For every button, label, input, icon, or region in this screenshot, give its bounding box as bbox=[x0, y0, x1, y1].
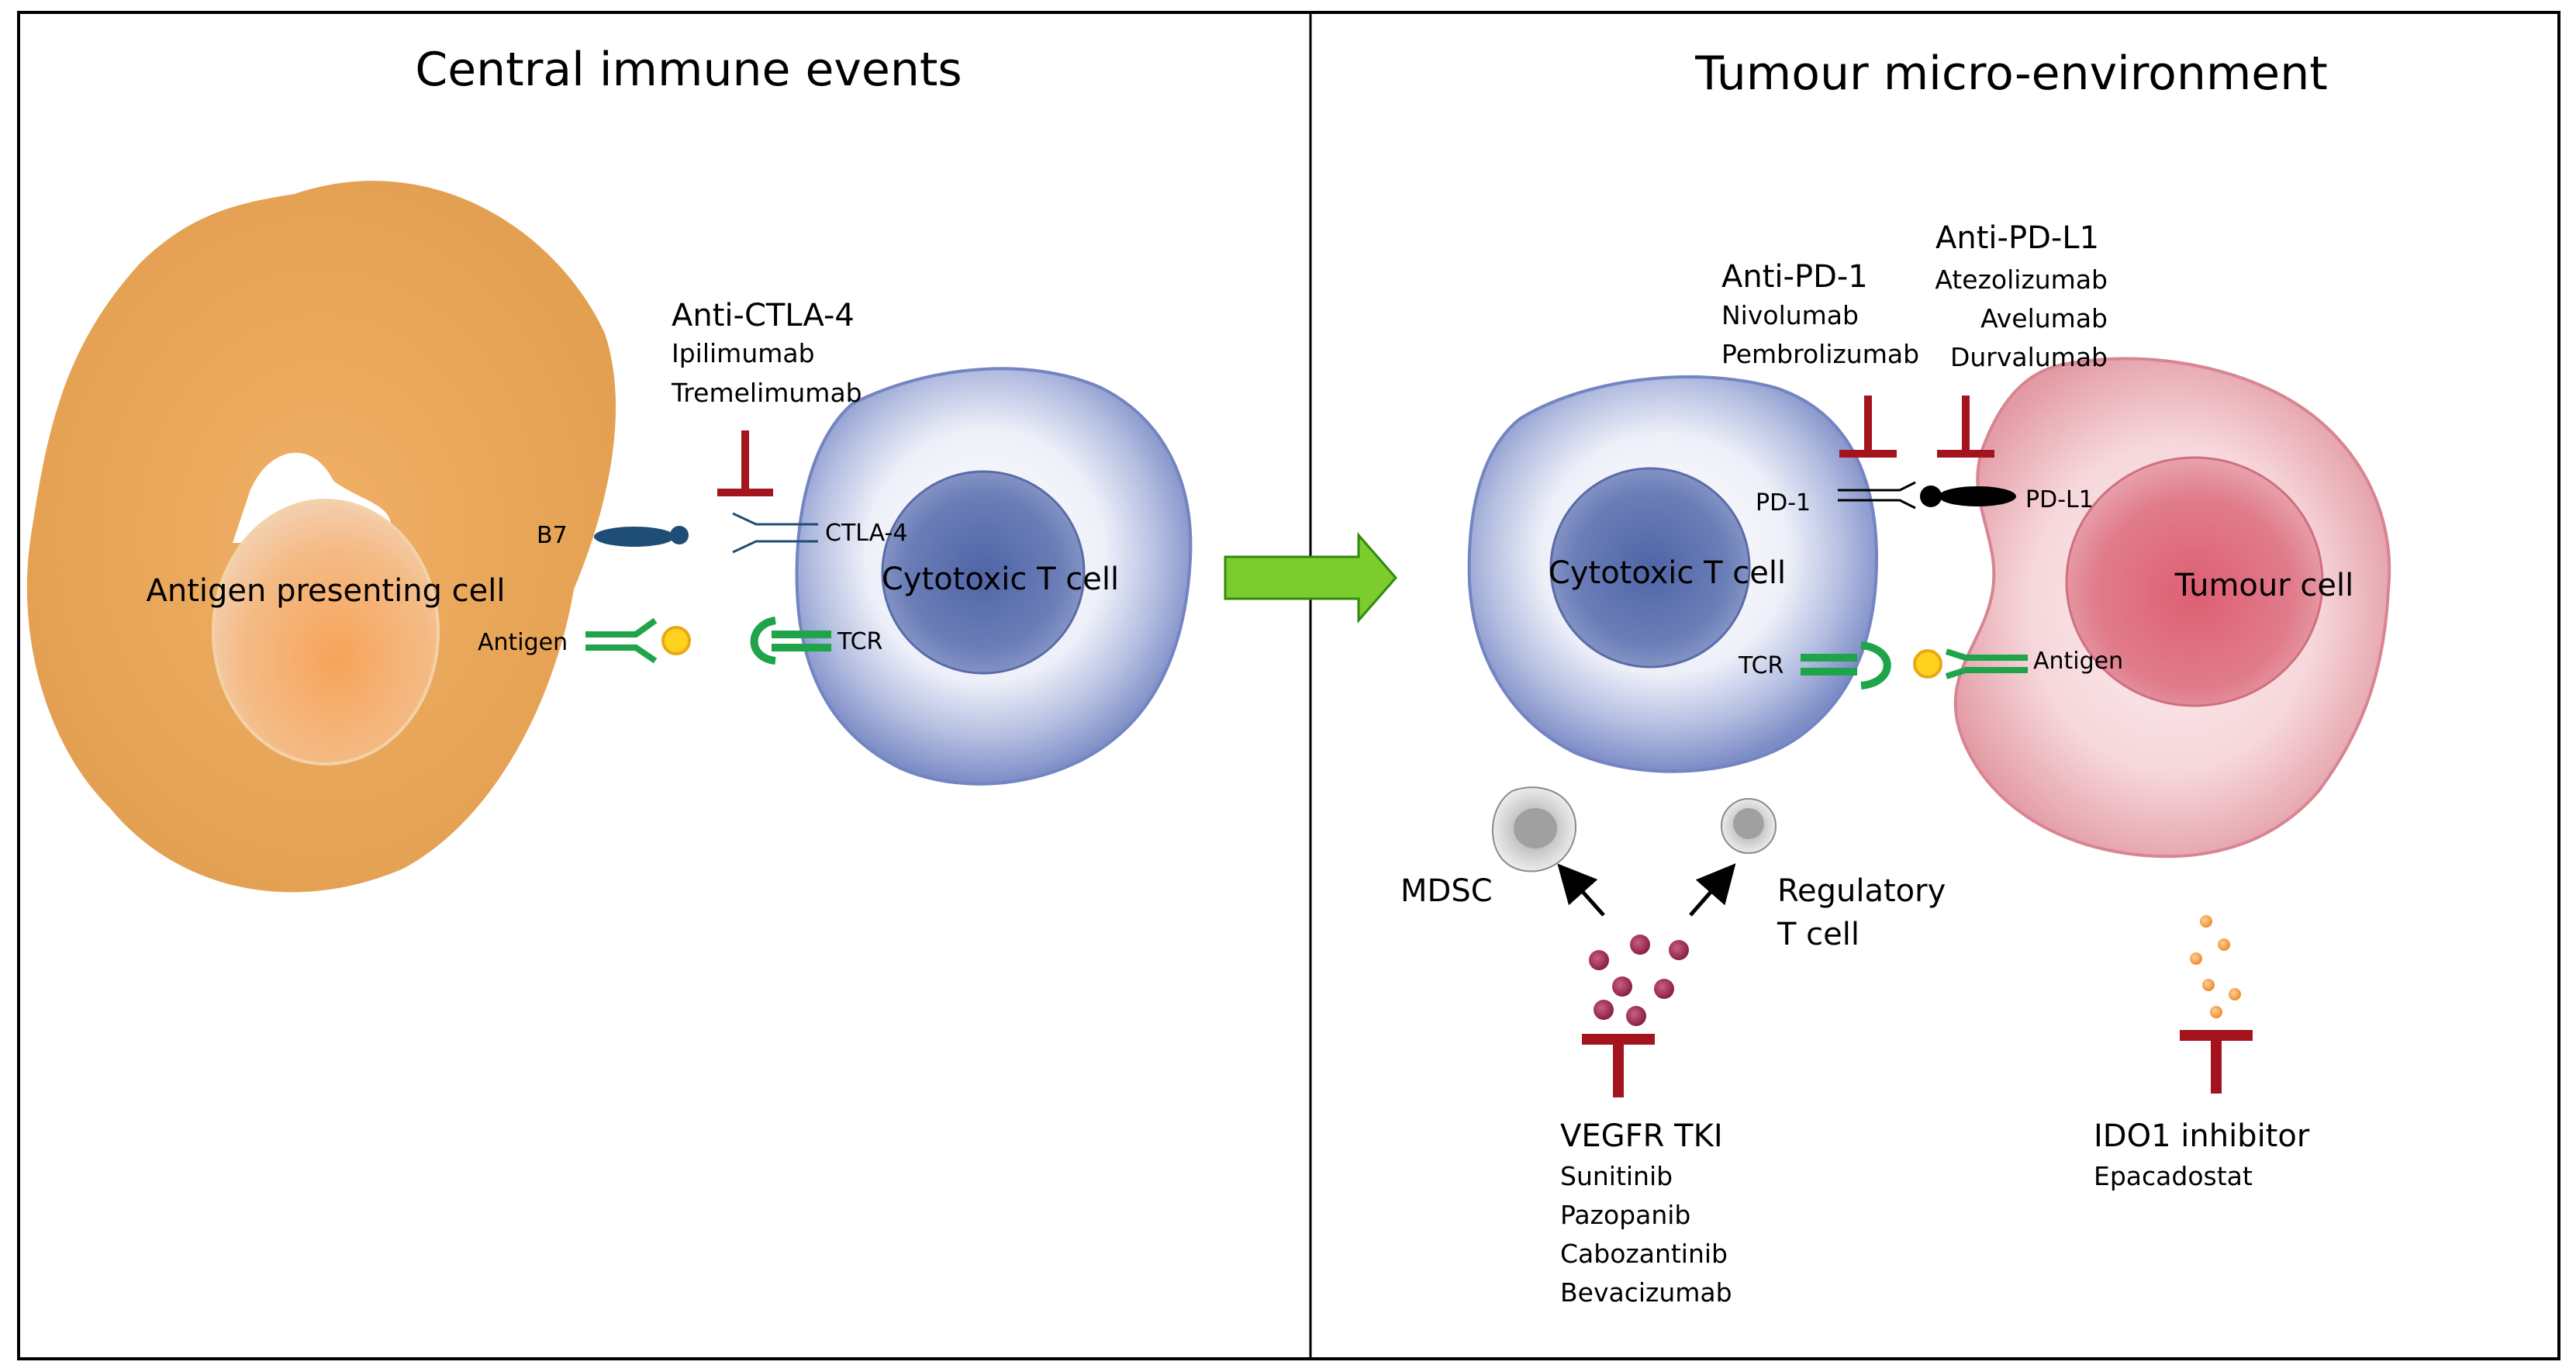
sunitinib-label: Sunitinib bbox=[1560, 1161, 1673, 1191]
right-panel-title: Tumour micro-environment bbox=[1694, 47, 2328, 101]
mdsc-label: MDSC bbox=[1400, 873, 1493, 909]
mdsc-cell bbox=[1491, 786, 1577, 873]
right-tcr bbox=[1801, 641, 1891, 689]
tumour-label: Tumour cell bbox=[2174, 568, 2354, 603]
left-tcell-label: Cytotoxic T cell bbox=[882, 562, 1119, 597]
nivolumab-label: Nivolumab bbox=[1721, 300, 1859, 330]
anti-pd1-inhibitor bbox=[1839, 396, 1897, 458]
left-panel-title: Central immune events bbox=[415, 43, 962, 97]
tumour-nucleus bbox=[2065, 456, 2324, 707]
right-mhc-antigen bbox=[1913, 648, 2028, 679]
vegfr-title: VEGFR TKI bbox=[1560, 1118, 1723, 1154]
outer-frame bbox=[17, 11, 2560, 1360]
ctla4-receptor bbox=[732, 512, 818, 554]
tremelimumab-label: Tremelimumab bbox=[671, 378, 862, 408]
ctla4-label: CTLA-4 bbox=[825, 520, 907, 547]
left-mhc-antigen bbox=[585, 617, 691, 664]
avelumab-label: Avelumab bbox=[1980, 303, 2108, 333]
right-tcell-label: Cytotoxic T cell bbox=[1549, 555, 1786, 591]
pd1-label: PD-1 bbox=[1756, 489, 1811, 517]
durvalumab-label: Durvalumab bbox=[1950, 342, 2108, 372]
pembrolizumab-label: Pembrolizumab bbox=[1721, 339, 1919, 369]
pazopanib-label: Pazopanib bbox=[1560, 1200, 1690, 1230]
anti-pdl1-title: Anti-PD-L1 bbox=[1935, 220, 2099, 256]
b7-label: B7 bbox=[537, 522, 568, 549]
treg-label-2: T cell bbox=[1777, 917, 1859, 952]
epacadostat-label: Epacadostat bbox=[2094, 1161, 2253, 1191]
bevacizumab-label: Bevacizumab bbox=[1560, 1277, 1732, 1308]
right-tcr-label: TCR bbox=[1738, 652, 1784, 679]
anti-ctla4-title: Anti-CTLA-4 bbox=[672, 298, 855, 333]
apc-label: Antigen presenting cell bbox=[146, 573, 505, 609]
vegfr-inhibitor bbox=[1582, 1034, 1655, 1097]
right-antigen-label: Antigen bbox=[2033, 648, 2123, 675]
left-tcr bbox=[750, 617, 831, 665]
pd1-receptor bbox=[1838, 481, 1916, 510]
arrow-to-treg bbox=[1689, 863, 1736, 917]
ipilimumab-label: Ipilimumab bbox=[672, 338, 815, 368]
pdl1-ligand bbox=[1920, 486, 2016, 507]
ido1-metabolites bbox=[2190, 915, 2241, 1018]
treg-label-1: Regulatory bbox=[1777, 873, 1946, 909]
pdl1-label: PD-L1 bbox=[2025, 486, 2094, 513]
vegf-molecules bbox=[1589, 935, 1689, 1026]
treg-cell bbox=[1721, 798, 1777, 854]
left-antigen-label: Antigen bbox=[478, 629, 568, 656]
anti-pdl1-inhibitor bbox=[1937, 396, 1994, 458]
cabozantinib-label: Cabozantinib bbox=[1560, 1239, 1728, 1269]
b7-ligand bbox=[594, 526, 689, 547]
arrow-to-mdsc bbox=[1557, 863, 1605, 917]
anti-pd1-title: Anti-PD-1 bbox=[1721, 259, 1868, 295]
transition-arrow bbox=[1224, 532, 1397, 624]
ido1-title: IDO1 inhibitor bbox=[2094, 1118, 2310, 1154]
ido1-inhibitor bbox=[2180, 1030, 2253, 1094]
atezolizumab-label: Atezolizumab bbox=[1935, 264, 2108, 295]
left-tcr-label: TCR bbox=[837, 628, 882, 655]
right-tcell-nucleus bbox=[1549, 467, 1751, 669]
anti-ctla4-inhibitor bbox=[717, 430, 773, 496]
apc-nucleus bbox=[212, 499, 440, 765]
left-tcell-nucleus bbox=[881, 470, 1086, 675]
